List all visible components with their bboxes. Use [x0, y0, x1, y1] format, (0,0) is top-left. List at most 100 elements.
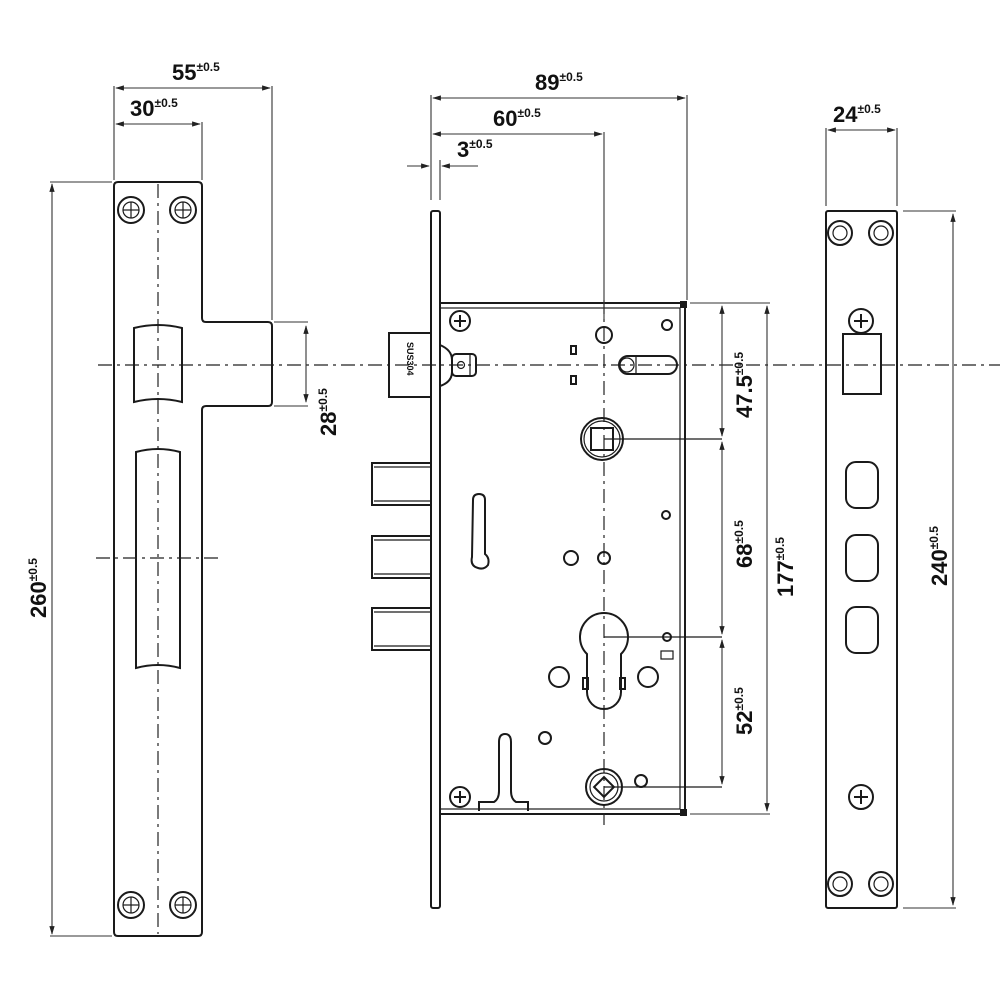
dim-89-tol: ±0.5 — [559, 70, 583, 84]
lock-body-view: SUS304 — [371, 70, 798, 909]
latch-bolt: SUS304 — [388, 332, 477, 398]
case-t-lever — [478, 732, 529, 811]
svg-text:24±0.5: 24±0.5 — [833, 102, 881, 127]
faceplate-screw-top-right — [868, 220, 894, 246]
case-hole-mid-1 — [563, 550, 579, 566]
case-vertical-slot — [470, 492, 490, 570]
dimension-cylinder-to-bottom: 52±0.5 — [719, 639, 757, 785]
svg-text:30±0.5: 30±0.5 — [130, 96, 178, 121]
dim-52-tol: ±0.5 — [732, 687, 746, 711]
case-slot-small-1 — [570, 345, 577, 355]
case-hole-top-right — [661, 319, 673, 331]
case-hole-bottom-right — [634, 774, 648, 788]
svg-text:55±0.5: 55±0.5 — [172, 60, 220, 85]
faceplate-screw-bottom-left — [827, 871, 853, 897]
case-hole-top — [595, 326, 613, 344]
dim-3-value: 3 — [457, 137, 469, 162]
svg-text:52±0.5: 52±0.5 — [732, 687, 757, 735]
dim-68-tol: ±0.5 — [732, 520, 746, 544]
dimension-faceplate-thickness: 3±0.5 — [407, 137, 493, 200]
case-hole-mid-2 — [597, 551, 611, 565]
svg-text:68±0.5: 68±0.5 — [732, 520, 757, 568]
svg-text:60±0.5: 60±0.5 — [493, 106, 541, 131]
case-hole-cyl-right — [662, 632, 672, 642]
faceplate-screw-top-left — [827, 220, 853, 246]
handle-spindle-hub — [580, 417, 722, 461]
dim-240-tol: ±0.5 — [927, 526, 941, 550]
dim-240-value: 240 — [927, 549, 952, 586]
deadbolt-2 — [371, 535, 432, 579]
lock-case-outline — [439, 302, 686, 815]
strike-latch-opening — [133, 324, 183, 404]
svg-text:240±0.5: 240±0.5 — [927, 526, 952, 586]
case-hole-cyl-right-2 — [637, 666, 659, 688]
strike-screw-bottom-right — [169, 891, 197, 919]
dimension-faceplate-width: 24±0.5 — [825, 102, 898, 206]
dim-177-value: 177 — [773, 560, 798, 597]
svg-text:28±0.5: 28±0.5 — [316, 388, 341, 436]
dimension-lock-depth-total: 89±0.5 — [430, 70, 688, 300]
deadbolt-3 — [371, 607, 432, 651]
strike-plate-view: 55±0.5 30±0.5 260±0.5 28±0.5 — [26, 60, 1000, 937]
strike-plate-outline — [113, 181, 273, 937]
faceplate-view: 24±0.5 240±0.5 — [825, 102, 956, 909]
dimension-strike-height: 260±0.5 — [26, 181, 112, 937]
case-screw-top-left — [449, 310, 471, 332]
dim-24-tol: ±0.5 — [857, 102, 881, 116]
dim-55-value: 55 — [172, 60, 196, 85]
euro-cylinder-cutout — [579, 612, 722, 710]
faceplate-screw-bottom-right — [868, 871, 894, 897]
dimension-strike-tab: 28±0.5 — [274, 321, 341, 436]
dim-47-5-value: 47.5 — [732, 375, 757, 418]
bottom-follower-hub — [585, 768, 722, 806]
dim-30-value: 30 — [130, 96, 154, 121]
dimension-case-height: 177±0.5 — [690, 305, 798, 815]
svg-text:3±0.5: 3±0.5 — [457, 137, 493, 162]
latch-guide-slot — [618, 355, 678, 375]
strike-screw-top-left — [117, 196, 145, 224]
lock-faceplate-strip — [430, 210, 441, 909]
svg-text:177±0.5: 177±0.5 — [773, 537, 798, 597]
faceplate-latch-opening — [842, 333, 882, 395]
faceplate-bolt-opening-1 — [845, 461, 879, 509]
case-mark-small — [660, 650, 674, 660]
dim-260-value: 260 — [26, 581, 51, 618]
dim-47-5-tol: ±0.5 — [732, 352, 746, 376]
dim-60-tol: ±0.5 — [517, 106, 541, 120]
dimension-latch-to-handle: 47.5±0.5 — [690, 302, 770, 437]
lock-case-inner — [439, 307, 681, 810]
dim-28-tol: ±0.5 — [316, 388, 330, 412]
faceplate-bolt-opening-3 — [845, 606, 879, 654]
faceplate-phillips-screw-bottom — [848, 784, 874, 810]
dimension-strike-width-total: 55±0.5 — [113, 60, 273, 320]
faceplate-phillips-screw-top — [848, 308, 874, 334]
strike-screw-bottom-left — [117, 891, 145, 919]
dim-89-value: 89 — [535, 70, 559, 95]
latch-stamp-text: SUS304 — [405, 342, 415, 376]
dimension-handle-to-cylinder: 68±0.5 — [719, 441, 757, 635]
case-slot-small-2 — [570, 375, 577, 385]
dim-260-tol: ±0.5 — [26, 558, 40, 582]
svg-text:260±0.5: 260±0.5 — [26, 558, 51, 618]
case-screw-bottom-left — [449, 786, 471, 808]
dimension-faceplate-height: 240±0.5 — [903, 210, 956, 909]
dimension-strike-width-plate: 30±0.5 — [115, 96, 203, 180]
strike-bolt-opening — [135, 448, 181, 670]
dim-24-value: 24 — [833, 102, 858, 127]
case-hole-mid-right — [661, 510, 671, 520]
dim-52-value: 52 — [732, 711, 757, 735]
dim-177-tol: ±0.5 — [773, 537, 787, 561]
dim-28-value: 28 — [316, 412, 341, 436]
dim-3-tol: ±0.5 — [469, 137, 493, 151]
faceplate-outline — [825, 210, 898, 909]
dim-68-value: 68 — [732, 544, 757, 568]
deadbolt-1 — [371, 462, 432, 506]
case-hole-cyl-left — [548, 666, 570, 688]
dim-30-tol: ±0.5 — [154, 96, 178, 110]
dim-55-tol: ±0.5 — [196, 60, 220, 74]
svg-text:89±0.5: 89±0.5 — [535, 70, 583, 95]
svg-text:47.5±0.5: 47.5±0.5 — [732, 352, 757, 418]
faceplate-bolt-opening-2 — [845, 534, 879, 582]
dimension-lock-backset: 60±0.5 — [432, 106, 605, 320]
